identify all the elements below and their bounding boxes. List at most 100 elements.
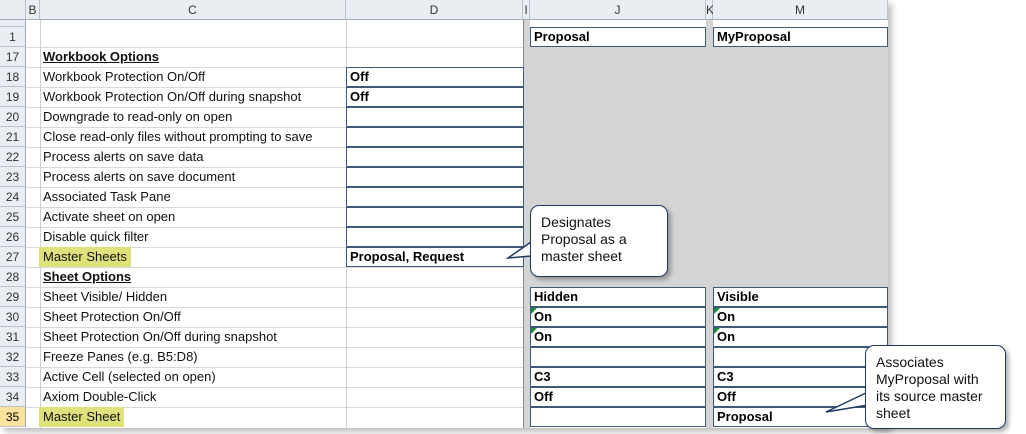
value-cell-m-master-sheet[interactable]: Proposal [713, 407, 888, 427]
column-header-d[interactable]: D [346, 0, 523, 20]
row-label[interactable]: Process alerts on save document [43, 169, 236, 184]
value-cell-d[interactable] [346, 167, 524, 187]
gridline [26, 387, 523, 388]
row-label[interactable]: Close read-only files without prompting … [43, 129, 313, 144]
gridline [26, 87, 523, 88]
row-header[interactable]: 1 [0, 27, 26, 47]
row-header[interactable]: 18 [0, 67, 26, 87]
row-label[interactable]: Freeze Panes (e.g. B5:D8) [43, 349, 198, 364]
row-label[interactable]: Associated Task Pane [43, 189, 171, 204]
row-header[interactable]: 17 [0, 47, 26, 67]
value-cell-d[interactable] [346, 227, 524, 247]
value-cell-d[interactable] [346, 147, 524, 167]
value-cell-j[interactable]: C3 [530, 367, 706, 387]
gridline [26, 107, 523, 108]
value-cell-d[interactable] [346, 187, 524, 207]
row-header[interactable]: 20 [0, 107, 26, 127]
gridline [26, 407, 523, 408]
row-label[interactable]: Sheet Protection On/Off [43, 309, 181, 324]
row-label[interactable]: Active Cell (selected on open) [43, 369, 216, 384]
gridline [26, 347, 523, 348]
row-label[interactable]: Disable quick filter [43, 229, 149, 244]
column-header-i[interactable]: I [523, 0, 530, 20]
row-header[interactable]: 19 [0, 87, 26, 107]
row-header[interactable]: 28 [0, 267, 26, 287]
value-cell-j[interactable]: Hidden [530, 287, 706, 307]
column-header-j[interactable]: J [530, 0, 706, 20]
column-header-m[interactable]: M [713, 0, 888, 20]
gray-area-column-i-top [523, 20, 530, 47]
row-label[interactable]: Sheet Protection On/Off during snapshot [43, 329, 277, 344]
gridline [26, 67, 523, 68]
row-header[interactable]: 30 [0, 307, 26, 327]
section-title-sheet-options: Sheet Options [43, 269, 132, 284]
value-cell-j[interactable]: On [530, 307, 706, 327]
row-header[interactable]: 31 [0, 327, 26, 347]
row-header[interactable]: 27 [0, 247, 26, 267]
callout-designates-master: Designates Proposal as a master sheet [530, 205, 668, 277]
row-header[interactable]: 26 [0, 227, 26, 247]
value-cell-d[interactable] [346, 207, 524, 227]
value-cell-m[interactable]: C3 [713, 367, 888, 387]
row-label-master-sheet[interactable]: Master Sheet [39, 407, 125, 427]
gridline [40, 20, 41, 428]
header-cell-proposal[interactable]: Proposal [530, 27, 706, 47]
cell-text: On [717, 309, 736, 324]
value-cell-d-master-sheets[interactable]: Proposal, Request [346, 247, 524, 267]
row-label[interactable]: Axiom Double-Click [43, 389, 157, 404]
value-cell-m[interactable]: On [713, 307, 888, 327]
gridline [26, 127, 523, 128]
row-label[interactable]: Activate sheet on open [43, 209, 176, 224]
row-header[interactable]: 21 [0, 127, 26, 147]
row-header[interactable]: 32 [0, 347, 26, 367]
value-cell-d[interactable] [346, 127, 524, 147]
row-label[interactable]: Workbook Protection On/Off during snapsh… [43, 89, 302, 104]
value-cell-j[interactable] [530, 407, 706, 427]
row-header[interactable]: 29 [0, 287, 26, 307]
row-header[interactable]: 34 [0, 387, 26, 407]
section-title-workbook-options: Workbook Options [43, 49, 160, 64]
spreadsheet-window: B C D I J K M 1 17 18 19 20 21 22 23 24 … [0, 0, 888, 428]
value-cell-j[interactable]: On [530, 327, 706, 347]
cell-text: On [717, 329, 736, 344]
row-header[interactable]: 24 [0, 187, 26, 207]
row-header[interactable]: 33 [0, 367, 26, 387]
gridline [26, 207, 523, 208]
value-cell-d[interactable]: Off [346, 67, 524, 87]
gridline [26, 327, 523, 328]
value-cell-j[interactable] [530, 347, 706, 367]
row-header[interactable]: 23 [0, 167, 26, 187]
row-header-hidden-spacer [0, 20, 26, 27]
row-header[interactable]: 22 [0, 147, 26, 167]
gridline [26, 167, 523, 168]
value-cell-m[interactable]: Visible [713, 287, 888, 307]
gridline [26, 267, 523, 268]
value-cell-d[interactable] [346, 107, 524, 127]
cell-text: On [534, 309, 553, 324]
gridline [26, 307, 523, 308]
gridline [26, 187, 523, 188]
row-header-selected[interactable]: 35 [0, 407, 26, 427]
column-header-k[interactable]: K [706, 0, 714, 20]
gray-area-column-i [523, 287, 530, 428]
row-label[interactable]: Sheet Visible/ Hidden [43, 289, 168, 304]
row-header[interactable]: 25 [0, 207, 26, 227]
column-header-b[interactable]: B [26, 0, 40, 20]
gridline [26, 367, 523, 368]
gridline [26, 287, 523, 288]
value-cell-m[interactable]: On [713, 327, 888, 347]
gridline [26, 227, 523, 228]
value-cell-d[interactable]: Off [346, 87, 524, 107]
column-header-c[interactable]: C [40, 0, 346, 20]
corner-select-all[interactable] [0, 0, 26, 20]
header-cell-myproposal[interactable]: MyProposal [713, 27, 888, 47]
row-label[interactable]: Workbook Protection On/Off [43, 69, 206, 84]
value-cell-j[interactable]: Off [530, 387, 706, 407]
value-cell-m[interactable] [713, 347, 888, 367]
cell-text: On [534, 329, 553, 344]
gray-area-column-k [706, 287, 713, 428]
row-label[interactable]: Process alerts on save data [43, 149, 204, 164]
value-cell-m[interactable]: Off [713, 387, 888, 407]
row-label[interactable]: Downgrade to read-only on open [43, 109, 233, 124]
row-label-master-sheets[interactable]: Master Sheets [39, 247, 131, 267]
